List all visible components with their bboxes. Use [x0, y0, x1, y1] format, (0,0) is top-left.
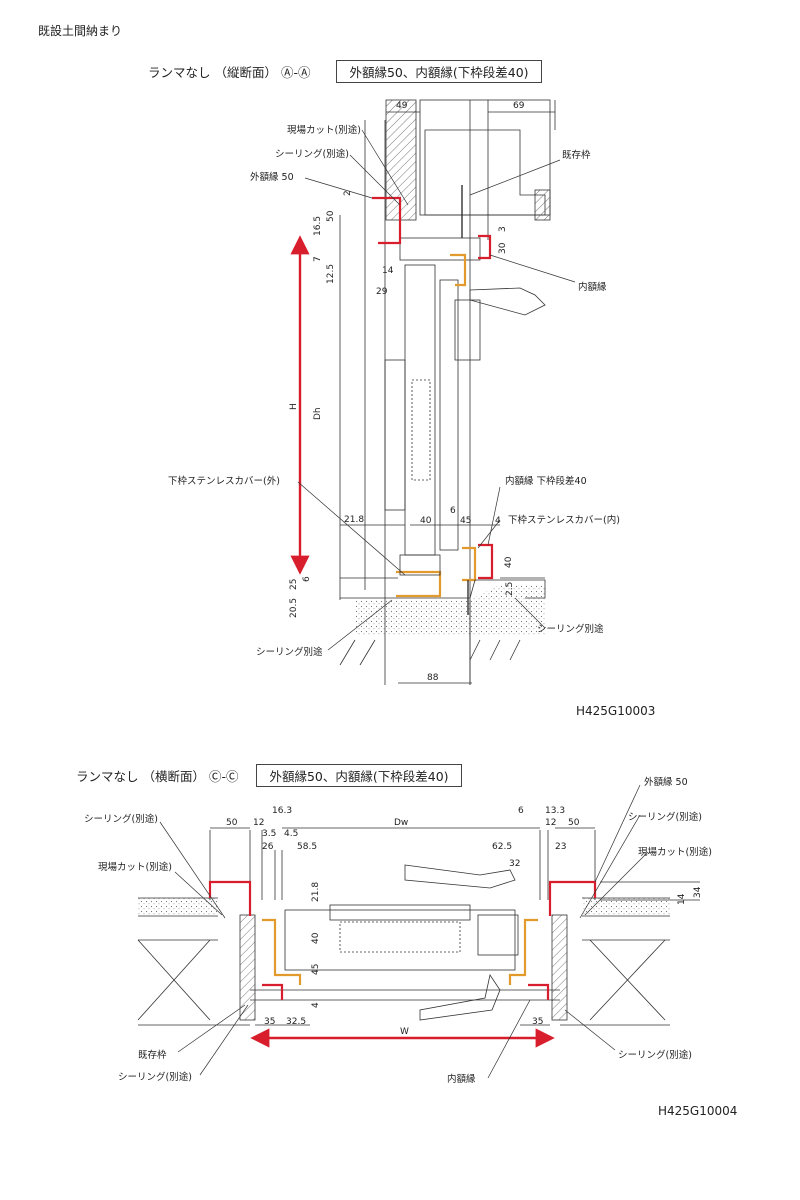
dim-7: 7 [313, 256, 323, 262]
inner-part-left [262, 918, 302, 985]
horizontal-title-row: ランマなし （横断面） Ⓒ-Ⓒ 外額縁50、内額縁(下枠段差40) [76, 764, 462, 787]
dim-h-50b: 50 [568, 818, 580, 828]
vertical-title-row: ランマなし （縦断面） Ⓐ-Ⓐ 外額縁50、内額縁(下枠段差40) [148, 60, 542, 83]
dim-6a: 6 [450, 506, 456, 516]
dim-h-26: 26 [262, 842, 274, 852]
horizontal-drawing-code: H425G10004 [658, 1104, 738, 1118]
dim-50: 50 [326, 210, 336, 222]
dim-45: 45 [460, 516, 471, 526]
label-h-sealing-l2: シーリング(別途) [118, 1071, 192, 1083]
horizontal-section [137, 827, 700, 1026]
label-h-outer-trim: 外額縁 50 [644, 776, 688, 788]
inner-trim-bottom [478, 543, 494, 580]
dim-12-5: 12.5 [326, 264, 336, 284]
label-h-sealing-r2: シーリング(別途) [618, 1049, 692, 1061]
dim-h-32: 32 [509, 859, 520, 869]
vertical-spec-box: 外額縁50、内額縁(下枠段差40) [336, 60, 542, 83]
dim-14: 14 [382, 266, 394, 276]
dim-30: 30 [498, 242, 508, 254]
vertical-drawing-code: H425G10003 [576, 704, 656, 718]
inner-trim-left [262, 983, 284, 1000]
page-title: 既設土間納まり [38, 24, 123, 38]
dim-20-5: 20.5 [289, 598, 299, 618]
label-h-sealing-r: シーリング(別途) [628, 811, 702, 823]
dim-h-12b: 12 [545, 818, 556, 828]
handle-base [454, 299, 481, 361]
label-h-existing-frame: 既存枠 [138, 1049, 167, 1061]
inner-trim-top [478, 234, 492, 260]
label-existing-frame: 既存枠 [562, 149, 591, 161]
dim-h-40: 40 [311, 932, 321, 944]
dim-h-Dw: Dw [394, 818, 408, 828]
dim-40b: 40 [504, 556, 514, 568]
label-inner-trim-step: 内額縁 下枠段差40 [505, 475, 587, 487]
dim-h-21-8: 21.8 [311, 882, 321, 902]
label-cut: 現場カット(別途) [287, 124, 361, 136]
label-sealing-sep2: シーリング別途 [256, 646, 323, 658]
label-h-cut-r: 現場カット(別途) [638, 846, 712, 858]
dim-49: 49 [396, 101, 408, 111]
dim-69: 69 [513, 101, 525, 111]
dim-25: 25 [289, 579, 299, 590]
dim-h-50a: 50 [226, 818, 238, 828]
dim-2-5: 2.5 [505, 582, 515, 596]
dim-h-34: 34 [693, 886, 703, 898]
label-lower-cover-in: 下枠ステンレスカバー(内) [508, 514, 620, 526]
dim-h-13-3: 13.3 [545, 806, 565, 816]
dim-H: H [289, 403, 299, 410]
sash-body [404, 264, 436, 556]
horizontal-title: ランマなし （横断面） Ⓒ-Ⓒ [76, 769, 239, 784]
lower-cover-out [396, 570, 442, 598]
dim-h-58-5: 58.5 [297, 842, 317, 852]
dim-4: 4 [495, 516, 501, 526]
sash-body-h [284, 909, 516, 971]
label-sealing: シーリング(別途) [275, 148, 349, 160]
outer-trim-top [372, 196, 402, 245]
lower-inner-part [462, 546, 477, 582]
dim-h-W: W [400, 1027, 409, 1037]
label-lower-cover-out: 下枠ステンレスカバー(外) [168, 475, 280, 487]
dim-29: 29 [376, 287, 388, 297]
label-outer-trim: 外額縁 50 [250, 171, 294, 183]
label-h-inner-trim: 内額縁 [447, 1073, 476, 1085]
dim-h-16-3: 16.3 [272, 806, 292, 816]
outer-trim-left [208, 880, 252, 916]
dim-h-3-5: 3.5 [262, 829, 276, 839]
dim-h-4: 4 [311, 1002, 321, 1008]
vertical-section [339, 99, 556, 685]
handle-lever-h [404, 864, 516, 889]
inner-part-right [508, 918, 538, 985]
dim-h-62-5: 62.5 [492, 842, 512, 852]
dim-h-45: 45 [311, 964, 321, 975]
label-sealing-sep1: シーリング別途 [537, 623, 604, 635]
label-h-sealing-l: シーリング(別途) [84, 813, 158, 825]
dim-h-6: 6 [518, 806, 524, 816]
dim-h-12a: 12 [253, 818, 264, 828]
dim-h-32-5: 32.5 [286, 1017, 306, 1027]
dim-21-8: 21.8 [344, 515, 364, 525]
dim-h-35b: 35 [532, 1017, 543, 1027]
handle-lever-h2 [419, 973, 501, 1021]
existing-frame-box [419, 99, 551, 216]
dim-3: 3 [498, 226, 508, 232]
inner-part-top [450, 253, 467, 287]
label-h-cut-l: 現場カット(別途) [98, 861, 172, 873]
dim-h-23: 23 [555, 842, 566, 852]
inner-trim-right [528, 983, 550, 1000]
handle-lever [469, 287, 546, 316]
dim-16-5: 16.5 [313, 216, 323, 236]
horizontal-spec-box: 外額縁50、内額縁(下枠段差40) [256, 764, 462, 787]
dim-h-4-5: 4.5 [284, 829, 298, 839]
dim-6b: 6 [302, 576, 312, 582]
dim-h-14: 14 [677, 893, 687, 905]
dim-88: 88 [427, 673, 439, 683]
dim-Dh: Dh [313, 407, 323, 420]
dim-40a: 40 [420, 516, 432, 526]
dim-2: 2 [343, 190, 353, 196]
label-inner-trim: 内額縁 [578, 281, 607, 293]
dim-h-35a: 35 [264, 1017, 275, 1027]
vertical-title: ランマなし （縦断面） Ⓐ-Ⓐ [148, 65, 311, 80]
outer-trim-right [548, 880, 597, 916]
